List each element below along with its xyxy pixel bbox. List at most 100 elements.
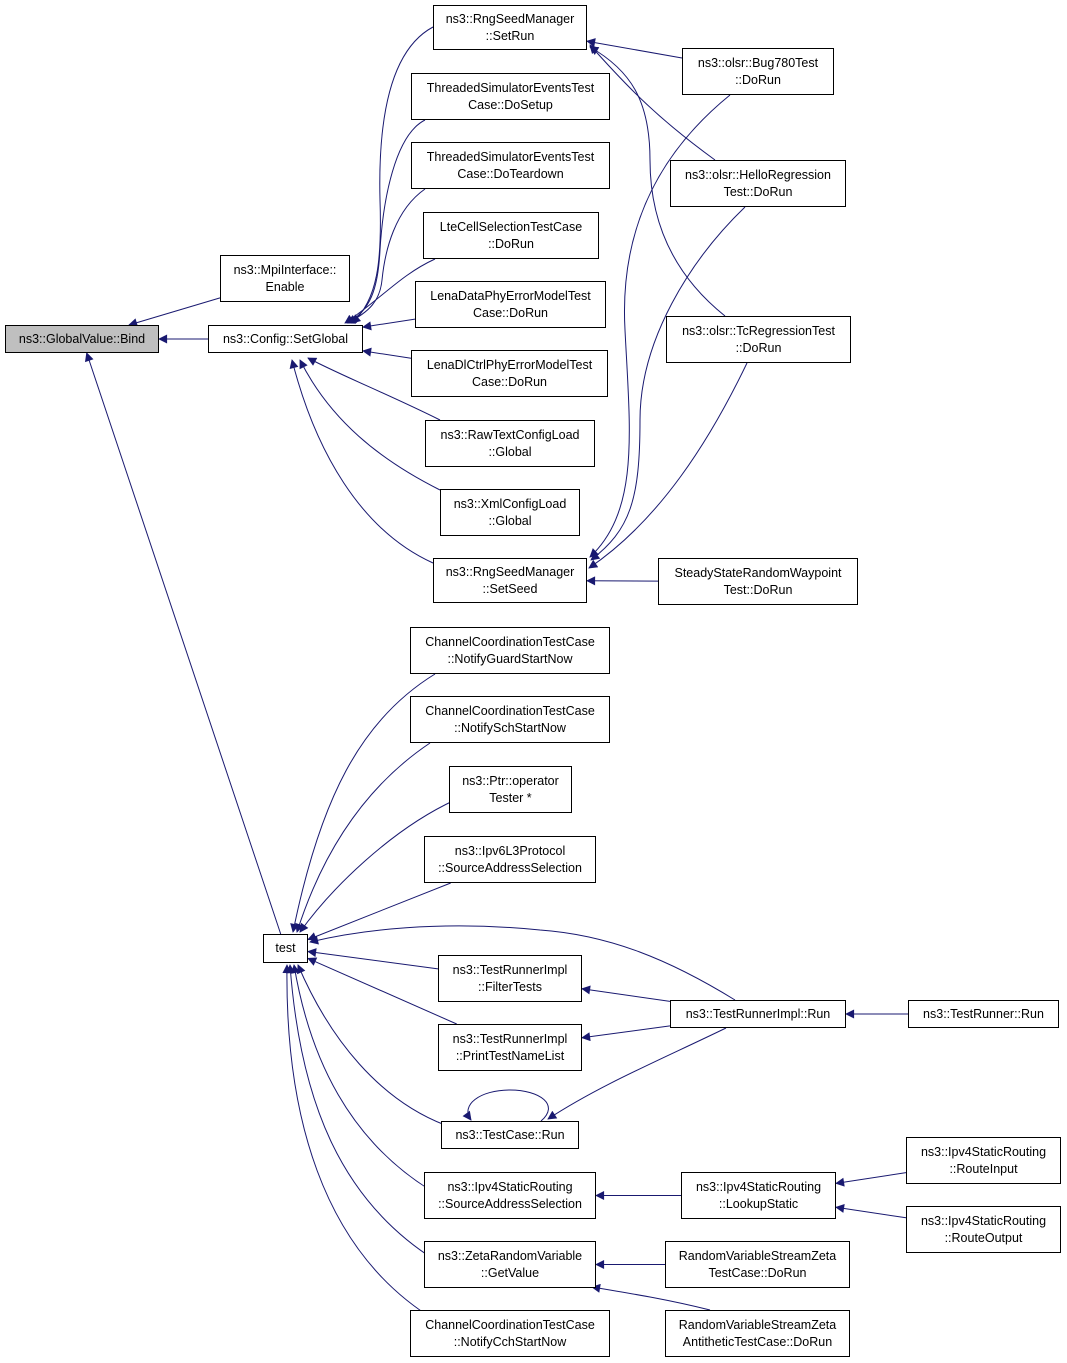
node-routeout[interactable]: ns3::Ipv4StaticRouting::RouteOutput [906, 1206, 1061, 1253]
node-label: ns3::GlobalValue::Bind [18, 331, 146, 346]
node-bind[interactable]: ns3::GlobalValue::Bind [5, 325, 159, 353]
node-label: ns3::ZetaRandomVariable [437, 1248, 583, 1263]
edge-bug780-to-setseed [589, 94, 731, 558]
node-tcrun[interactable]: ns3::TestCase::Run [441, 1121, 579, 1149]
node-label: Enable [265, 279, 305, 294]
node-label: Test::DoRun [723, 582, 793, 597]
node-mpi[interactable]: ns3::MpiInterface::Enable [220, 255, 350, 302]
node-lookup[interactable]: ns3::Ipv4StaticRouting::LookupStatic [681, 1172, 836, 1219]
node-label: ns3::TestRunnerImpl [452, 1031, 568, 1046]
node-setglobal[interactable]: ns3::Config::SetGlobal [208, 325, 363, 353]
edge-bug780-to-setrun [586, 38, 683, 59]
edge-hello-to-setrun [589, 44, 716, 161]
node-trrun[interactable]: ns3::TestRunner::Run [908, 1000, 1059, 1028]
node-filter[interactable]: ns3::TestRunnerImpl::FilterTests [438, 955, 582, 1002]
node-label: LteCellSelectionTestCase [439, 219, 583, 234]
edge-mpi-to-bind [128, 297, 221, 328]
node-routein[interactable]: ns3::Ipv4StaticRouting::RouteInput [906, 1137, 1061, 1184]
node-label: RandomVariableStreamZeta [678, 1248, 837, 1263]
node-setseed[interactable]: ns3::RngSeedManager::SetSeed [433, 558, 587, 603]
node-label: ThreadedSimulatorEventsTest [426, 80, 595, 95]
node-label: ns3::olsr::TcRegressionTest [682, 323, 835, 338]
node-label: ::FilterTests [478, 979, 542, 994]
edge-tcreg-to-setseed [588, 362, 748, 569]
node-label: ::RouteInput [949, 1161, 1018, 1176]
node-label: Case::DoSetup [468, 97, 553, 112]
node-label: ::SetRun [485, 28, 535, 43]
node-label: RandomVariableStreamZeta [678, 1317, 837, 1332]
node-label: Case::DoRun [472, 305, 549, 320]
node-sch[interactable]: ChannelCoordinationTestCase::NotifySchSt… [410, 696, 610, 743]
edge-rawtext-to-setglobal [307, 357, 441, 421]
node-zeta[interactable]: ns3::ZetaRandomVariable::GetValue [424, 1241, 596, 1288]
node-label: ns3::Ipv4StaticRouting [447, 1179, 573, 1194]
edge-ptr-to-test [299, 799, 456, 933]
edge-tcreg-to-setrun [589, 46, 726, 317]
node-trimplrun[interactable]: ns3::TestRunnerImpl::Run [670, 1000, 846, 1028]
node-ipv4src[interactable]: ns3::Ipv4StaticRouting::SourceAddressSel… [424, 1172, 596, 1219]
node-label: ns3::TestRunnerImpl::Run [685, 1006, 831, 1021]
node-label: ::NotifySchStartNow [454, 720, 566, 735]
edge-tsetup-to-setglobal [347, 119, 426, 324]
edge-setrun-to-setglobal [351, 26, 434, 324]
node-xmlcfg[interactable]: ns3::XmlConfigLoad::Global [440, 489, 580, 536]
node-label: ns3::Ptr::operator [462, 773, 559, 788]
edge-routeout-to-lookup [835, 1203, 907, 1219]
node-label: ::DoRun [735, 72, 781, 87]
node-guard[interactable]: ChannelCoordinationTestCase::NotifyGuard… [410, 627, 610, 674]
node-label: ns3::Ipv4StaticRouting [920, 1213, 1047, 1228]
edge-ltecell-to-setglobal [344, 258, 436, 324]
node-label: ns3::MpiInterface:: [233, 262, 337, 277]
node-label: ::LookupStatic [718, 1196, 799, 1211]
edge-trimplrun-to-printtest [581, 1025, 671, 1042]
node-label: TestCase::DoRun [708, 1265, 807, 1280]
node-label: LenaDlCtrlPhyErrorModelTest [426, 357, 593, 372]
edge-zeta-to-test [286, 964, 436, 1261]
node-label: ::Global [488, 513, 532, 528]
edge-test-to-bind [84, 352, 282, 935]
node-label: ns3::XmlConfigLoad [453, 496, 567, 511]
node-label: ::Global [488, 444, 532, 459]
node-label: ns3::TestRunner::Run [923, 1006, 1044, 1021]
node-label: ThreadedSimulatorEventsTest [426, 149, 595, 164]
edge-sch-to-test [295, 742, 431, 933]
node-rawtext[interactable]: ns3::RawTextConfigLoad::Global [425, 420, 595, 467]
node-label: ::NotifyGuardStartNow [447, 651, 573, 666]
node-tcreg[interactable]: ns3::olsr::TcRegressionTest::DoRun [666, 316, 851, 363]
node-cch[interactable]: ChannelCoordinationTestCase::NotifyCchSt… [410, 1310, 610, 1357]
node-setrun[interactable]: ns3::RngSeedManager::SetRun [433, 5, 587, 50]
node-label: ns3::olsr::Bug780Test [697, 55, 819, 70]
node-printtest[interactable]: ns3::TestRunnerImpl::PrintTestNameList [438, 1024, 582, 1071]
edge-xmlcfg-to-setglobal [299, 359, 441, 491]
edge-trimplrun-to-filter [581, 985, 671, 1002]
node-label: ChannelCoordinationTestCase [425, 634, 595, 649]
node-label: ns3::RawTextConfigLoad [440, 427, 580, 442]
edge-trimplrun-to-test [309, 925, 736, 1001]
node-label: LenaDataPhyErrorModelTest [430, 288, 591, 303]
node-bug780[interactable]: ns3::olsr::Bug780Test::DoRun [682, 48, 834, 95]
node-label: ns3::RngSeedManager [445, 11, 575, 26]
node-label: ChannelCoordinationTestCase [425, 1317, 595, 1332]
node-label: Case::DoRun [471, 374, 548, 389]
edge-tteardown-to-setglobal [346, 188, 426, 324]
node-label: ns3::Ipv4StaticRouting [695, 1179, 822, 1194]
node-ltecell[interactable]: LteCellSelectionTestCase::DoRun [423, 212, 599, 259]
node-test[interactable]: test [263, 934, 308, 963]
edge-routein-to-lookup [835, 1172, 907, 1187]
node-label: AntitheticTestCase::DoRun [682, 1334, 833, 1349]
node-label: ::GetValue [480, 1265, 540, 1280]
node-ipv6[interactable]: ns3::Ipv6L3Protocol::SourceAddressSelect… [424, 836, 596, 883]
edge-cch-to-test [282, 964, 436, 1321]
node-label: ::SourceAddressSelection [438, 1196, 582, 1211]
node-label: ns3::TestCase::Run [455, 1127, 565, 1142]
